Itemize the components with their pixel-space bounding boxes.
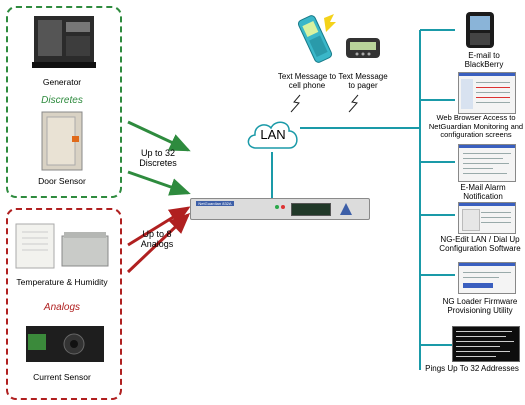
wireless-signal-1 [290,94,301,113]
output-label-pings: Pings Up To 32 Addresses [425,364,519,373]
alarm-led [281,205,285,209]
discretes-title: Discretes [41,95,83,106]
output-label-web-browser: Web Browser Access to NetGuardian Monito… [428,113,524,139]
discretes-link-label: Up to 32 Discretes [139,148,177,168]
wireless-signal-2 [348,94,359,113]
output-label-ng-edit: NG-Edit LAN / Dial Up Configuration Soft… [439,235,521,253]
door-sensor-icon [41,111,83,171]
discretes-arrow-2 [127,170,191,196]
output-label-ng-loader: NG Loader Firmware Provisioning Utility [442,297,518,315]
analogs-group [6,208,122,400]
device-display [291,203,331,216]
ng-edit-thumbnail [458,202,516,234]
output-label-blackberry: E-mail to BlackBerry [464,51,504,69]
device-name: NetGuardian 832A [196,201,234,206]
current-sensor-label: Current Sensor [33,372,91,382]
dps-logo-icon [340,203,352,215]
current-sensor-icon [26,326,104,362]
email-thumbnail [458,144,516,182]
door-sensor-label: Door Sensor [38,176,86,186]
pager-icon [346,38,380,58]
lan-label: LAN [260,127,286,142]
ping-console-thumbnail [452,326,520,362]
pager-message-label: Text Message to pager [338,72,388,90]
cell-message-label: Text Message to cell phone [277,72,337,90]
web-browser-thumbnail [458,72,516,114]
discretes-group [6,6,122,198]
analogs-title: Analogs [43,302,81,313]
analogs-arrow-2 [126,212,191,274]
analogs-link-label: Up to 8 Analogs [140,229,174,249]
temperature-humidity-icon [15,223,109,269]
generator-label: Generator [42,77,82,87]
output-label-email: E-Mail Alarm Notification [460,183,506,201]
lan-cloud-icon [247,121,298,149]
netguardian-device: NetGuardian 832A [190,198,370,220]
discretes-arrow-1 [127,120,191,152]
cell-phone-icon [297,14,336,63]
status-led [275,205,279,209]
generator-icon [32,16,96,68]
ng-loader-thumbnail [458,262,516,294]
temperature-humidity-label: Temperature & Humidity [16,277,108,287]
blackberry-icon [466,12,494,48]
